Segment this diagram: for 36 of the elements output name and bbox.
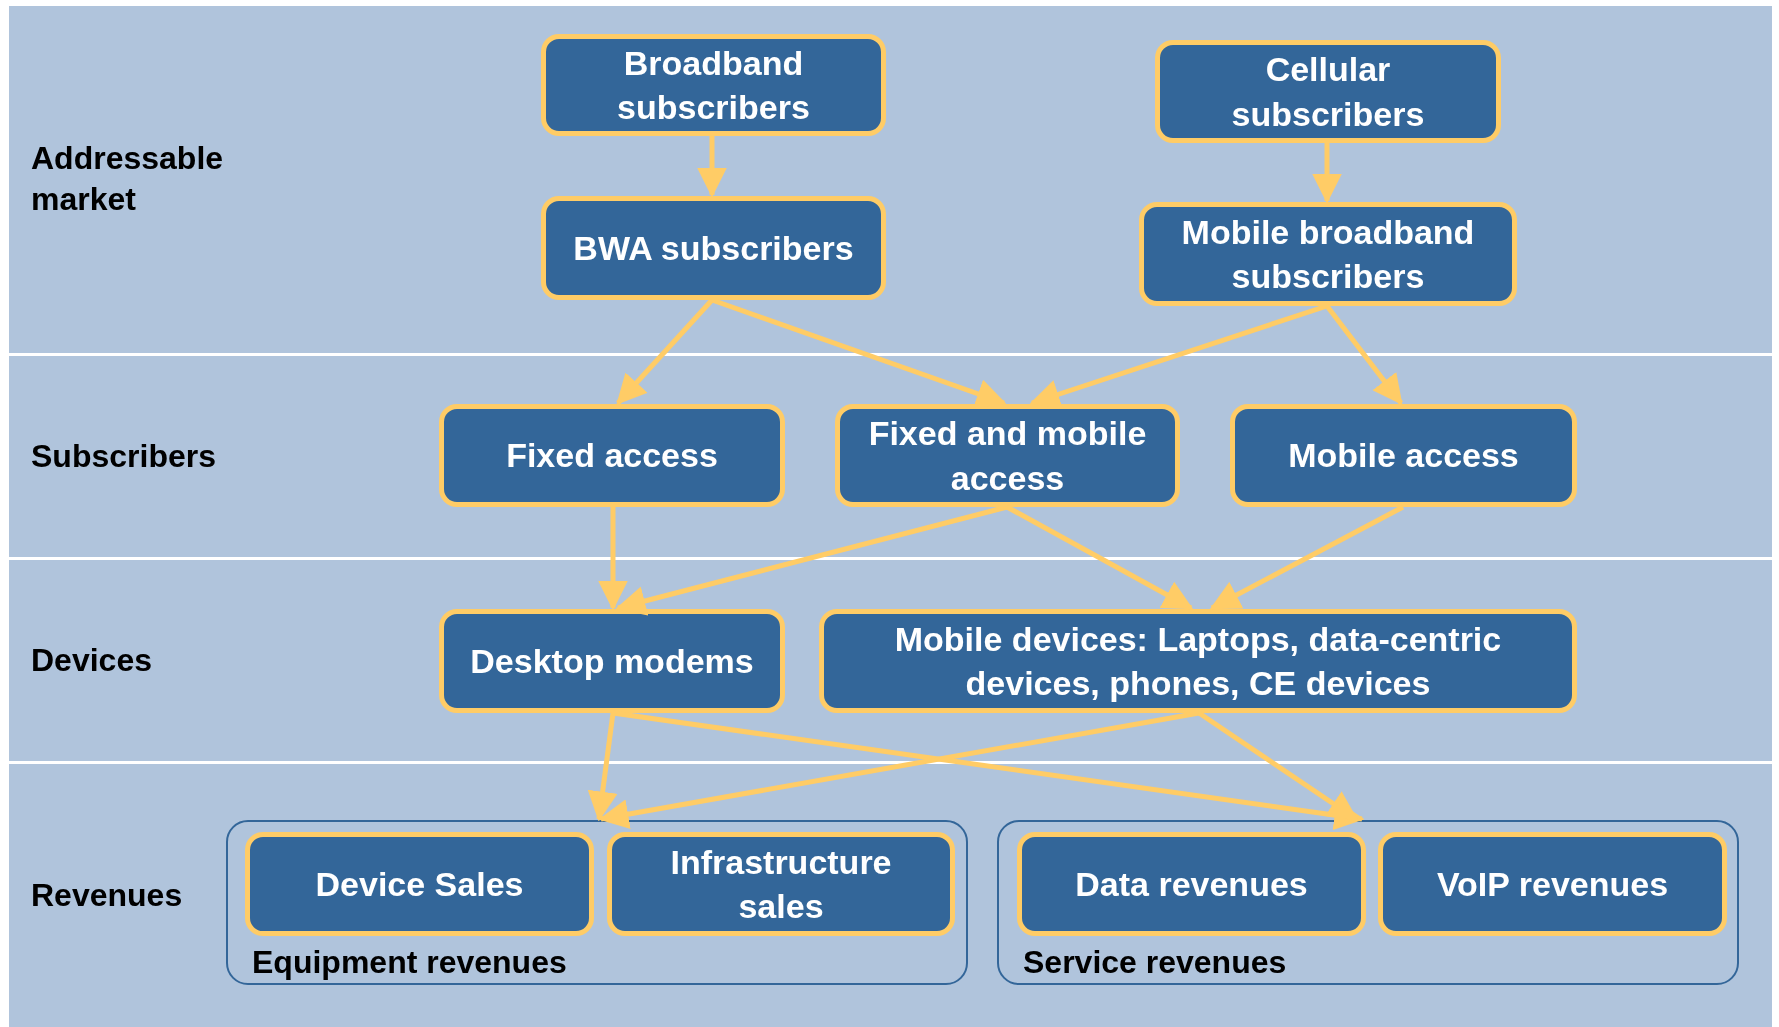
arrow [612,710,1365,830]
process-box: Data revenues [1017,832,1366,936]
band-label: Devices [31,640,153,680]
arrow [697,136,727,198]
arrow [615,504,1008,616]
arrow [1325,304,1403,405]
group-frame [997,820,1739,985]
arrow [598,710,1200,829]
band-background [9,560,1772,761]
band-background [9,764,1772,1027]
band-background [9,6,1772,353]
band-label: Addressable market [31,138,225,220]
process-box: Mobile access [1230,404,1577,507]
arrow [1209,504,1405,611]
arrow [587,712,618,822]
process-box: Broadband subscribers [541,34,886,136]
group-label: Service revenues [1023,942,1287,981]
process-box: Mobile broadband subscribers [1139,202,1517,306]
process-box: Fixed and mobile access [835,404,1180,507]
band-background [9,356,1772,557]
process-box: Infrastructure sales [607,832,955,936]
group-frame [226,820,968,985]
process-box: Device Sales [245,832,594,936]
process-box: BWA subscribers [541,196,886,300]
band-label: Revenues [31,875,184,915]
process-box: Desktop modems [439,609,785,713]
process-box: Fixed access [439,404,785,507]
arrow [598,507,628,611]
process-box: VoIP revenues [1378,832,1727,936]
arrow [1312,143,1342,204]
process-box: Mobile devices: Laptops, data-centric devices, phones, CE devices [819,609,1577,713]
process-box: Cellular subscribers [1155,40,1501,143]
band-label: Subscribers [31,436,217,476]
arrow [1005,504,1194,611]
group-label: Equipment revenues [252,942,567,981]
arrow [616,298,714,405]
